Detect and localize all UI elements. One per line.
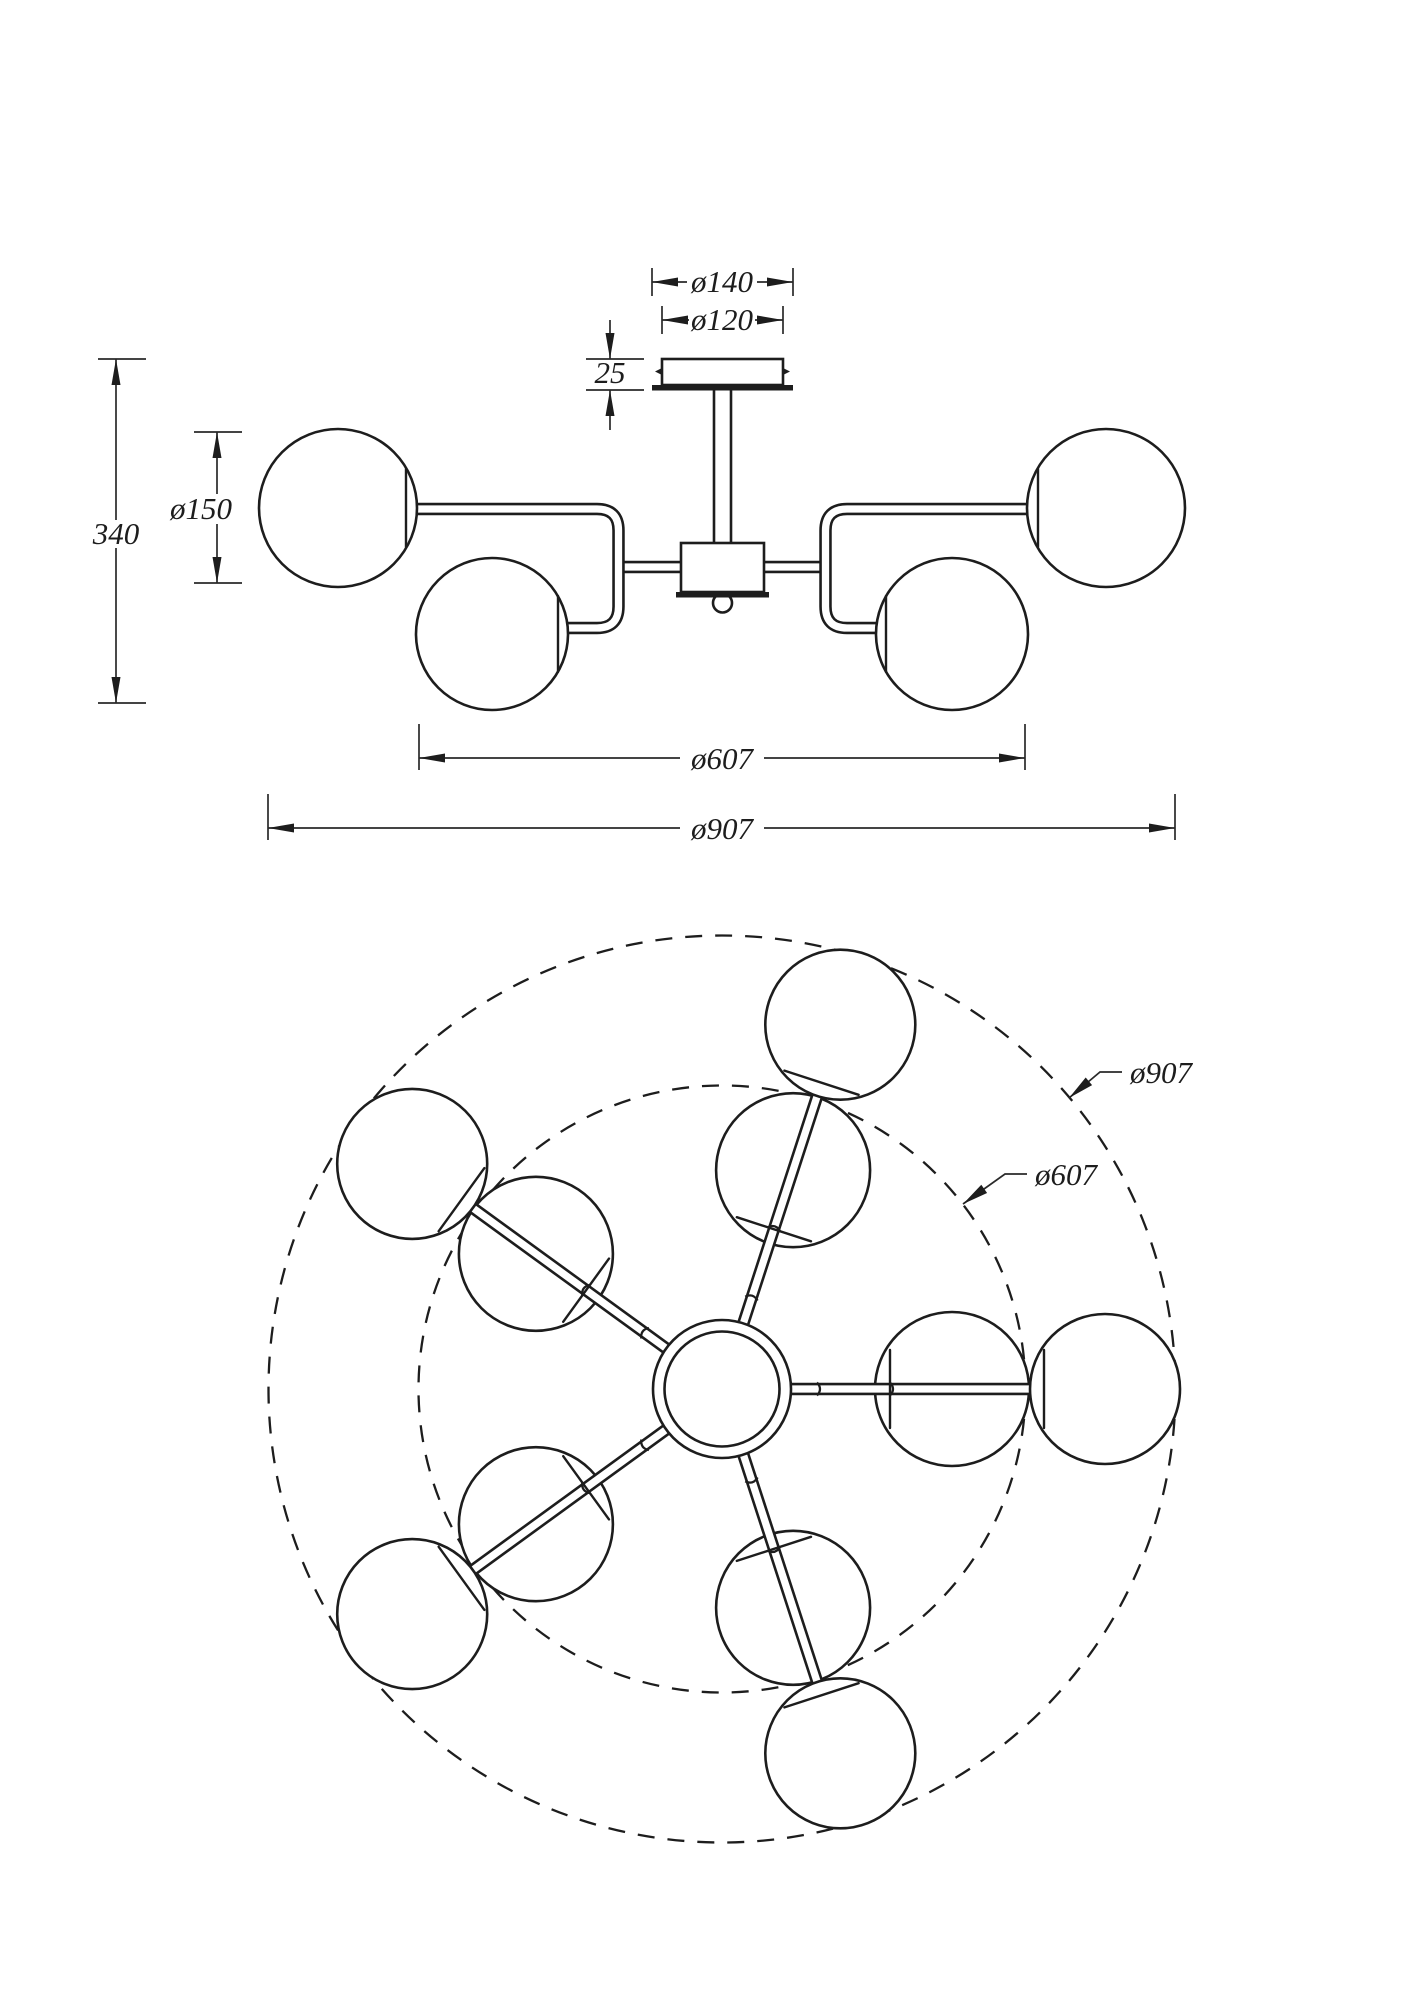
plan-hub-ring bbox=[651, 1318, 793, 1460]
plan-outer-globe bbox=[763, 948, 917, 1101]
globe-lower-right bbox=[874, 556, 1030, 712]
plan-outer-globe bbox=[335, 1537, 489, 1691]
dim-label-140: ø140 bbox=[690, 264, 754, 299]
dim-inner-span: ø607 bbox=[418, 724, 1026, 776]
dim-overall-span: ø907 bbox=[267, 794, 1176, 846]
plan-outer-globe bbox=[1028, 1312, 1182, 1466]
hub-body bbox=[679, 541, 766, 594]
curved-arm-right bbox=[819, 502, 1027, 635]
canopy-screw-right bbox=[783, 368, 790, 375]
stem bbox=[712, 386, 733, 546]
leader-607: ø607 bbox=[962, 1157, 1099, 1205]
plan-outer-globe bbox=[763, 1677, 917, 1830]
dim-label-150: ø150 bbox=[169, 491, 233, 526]
canopy bbox=[660, 357, 785, 387]
dim-label-607: ø607 bbox=[690, 741, 755, 776]
plan-outer-globe bbox=[335, 1087, 489, 1241]
globe-lower-left bbox=[414, 556, 570, 712]
dim-canopy-inner: ø120 bbox=[661, 302, 784, 337]
plan-globe-chords bbox=[437, 1069, 1046, 1709]
dim-canopy-outer: ø140 bbox=[651, 264, 794, 299]
dim-label-340: 340 bbox=[92, 516, 140, 551]
leader-907: ø907 bbox=[1068, 1055, 1194, 1099]
globe-upper-right bbox=[1025, 427, 1187, 589]
plan-label-907: ø907 bbox=[1129, 1055, 1194, 1090]
dim-canopy-height: 25 bbox=[586, 320, 644, 430]
curved-arm-left bbox=[417, 502, 625, 635]
dim-globe-diameter: ø150 bbox=[169, 431, 242, 584]
dim-label-907: ø907 bbox=[690, 811, 755, 846]
canopy-ceiling-plate bbox=[652, 385, 793, 391]
plan-view: ø907 ø607 bbox=[267, 934, 1194, 1844]
plan-outer-globes bbox=[335, 948, 1182, 1830]
dim-fixture-height: 340 bbox=[92, 358, 146, 704]
plan-label-607: ø607 bbox=[1034, 1157, 1099, 1192]
dim-label-120: ø120 bbox=[690, 302, 754, 337]
globe-upper-left bbox=[257, 427, 419, 589]
plan-arms bbox=[457, 1080, 1044, 1698]
canopy-screw-left bbox=[655, 368, 662, 375]
dim-label-25: 25 bbox=[595, 355, 626, 390]
hub-bottom-plate bbox=[676, 592, 769, 598]
elevation-view: ø140 ø120 25 340 ø150 bbox=[92, 264, 1187, 846]
